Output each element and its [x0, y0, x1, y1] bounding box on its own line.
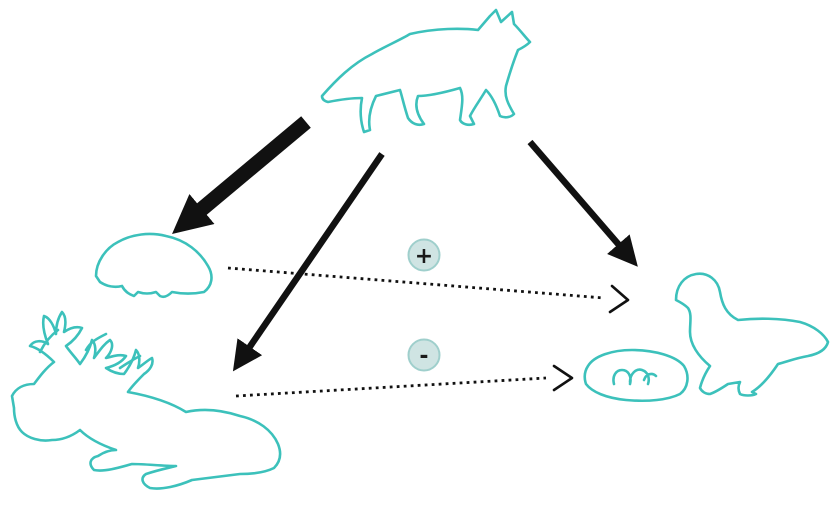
lemming-icon: [96, 234, 211, 297]
positive-effect-badge: +: [409, 240, 440, 271]
nest-with-eggs-icon: [585, 350, 688, 401]
fox-to-goose-arrow: [530, 142, 632, 260]
fox-to-reindeer-arrow: [238, 154, 382, 364]
reindeer-to-nest-arrowhead: [554, 366, 572, 390]
reindeer-to-nest-dotted-line: [236, 378, 546, 396]
fox-to-lemming-arrow: [184, 122, 306, 224]
goose-icon: [676, 274, 828, 396]
negative-sign-label: -: [419, 344, 428, 369]
reindeer-icon: [12, 312, 280, 489]
positive-sign-label: +: [415, 244, 433, 269]
negative-effect-badge: -: [409, 340, 440, 371]
lemming-to-goose-arrowhead: [610, 286, 628, 312]
arctic-fox-icon: [322, 10, 530, 132]
